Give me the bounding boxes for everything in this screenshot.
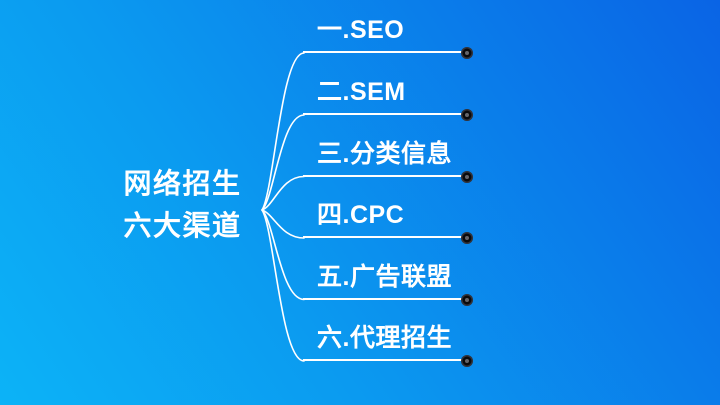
connector-curve-1 (261, 52, 305, 211)
branch-endpoint-dot[interactable] (461, 293, 473, 306)
branch-endpoint-dot[interactable] (461, 232, 473, 244)
dot-glyph (465, 236, 469, 240)
branch-label: 三.分类信息 (317, 139, 452, 168)
branch-node-seo[interactable]: 一.SEO (303, 13, 467, 53)
dot-glyph (465, 51, 469, 55)
branch-label: 六.代理招生 (317, 324, 452, 352)
branch-node-classified-info[interactable]: 三.分类信息 (303, 137, 467, 177)
branch-node-sem[interactable]: 二.SEM (303, 75, 467, 115)
connector-curve-3 (261, 175, 305, 211)
branch-endpoint-dot[interactable] (461, 170, 473, 183)
branch-endpoint-dot[interactable] (461, 355, 473, 367)
branch-endpoint-dot[interactable] (461, 109, 473, 121)
branch-endpoint-dot[interactable] (461, 47, 473, 59)
branch-label: 四.CPC (317, 201, 405, 229)
branch-label: 一.SEO (317, 16, 405, 44)
dot-glyph (465, 359, 469, 363)
central-topic-line2: 六大渠道 (123, 210, 242, 241)
branch-node-ad-alliance[interactable]: 五.广告联盟 (303, 260, 467, 300)
connector-curve-4 (261, 209, 305, 239)
connector-curve-6 (261, 209, 305, 362)
dot-glyph (465, 297, 469, 302)
connector-curve-2 (261, 114, 305, 211)
connector-curve-5 (261, 209, 305, 301)
branch-node-agent-enrollment[interactable]: 六.代理招生 (303, 321, 467, 361)
branch-label: 二.SEM (317, 78, 406, 106)
dot-glyph (465, 174, 469, 179)
central-topic-node[interactable]: 网络招生 六大渠道 (90, 163, 275, 247)
central-topic-line1: 网络招生 (123, 168, 242, 199)
dot-glyph (465, 113, 469, 117)
branch-node-cpc[interactable]: 四.CPC (303, 198, 467, 238)
branch-label: 五.广告联盟 (317, 262, 452, 291)
